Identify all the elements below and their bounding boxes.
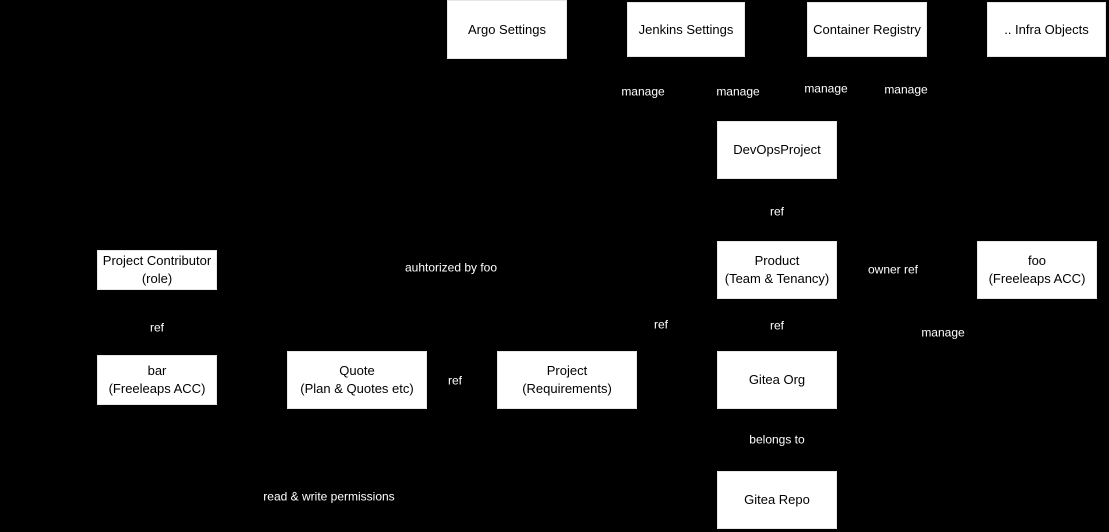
edge-label-read-write-permissions: read & write permissions (261, 489, 397, 505)
node-quote-label: Quote (Plan & Quotes etc) (300, 363, 414, 396)
edge-label-ref-project-product: ref (651, 317, 671, 333)
edge-label-manage-argo: manage (619, 84, 667, 100)
edge-label-manage-registry: manage (802, 81, 850, 97)
node-project-contributor: Project Contributor (role) (97, 250, 217, 290)
edge-label-belongs-to: belongs to (747, 432, 807, 448)
edge-label-ref-product-gitea-org: ref (767, 318, 787, 334)
node-bar-freeleaps-acc: bar (Freeleaps ACC) (97, 355, 217, 405)
node-product-label: Product (Team & Tenancy) (724, 253, 830, 286)
node-infra-objects-label: .. Infra Objects (1004, 21, 1089, 37)
node-product: Product (Team & Tenancy) (717, 241, 837, 299)
edge-label-manage-jenkins: manage (714, 84, 762, 100)
edge-label-ref-devops-product: ref (767, 204, 787, 220)
edge-label-authorized-by-foo: auhtorized by foo (402, 260, 500, 276)
node-gitea-org: Gitea Org (717, 351, 837, 409)
node-gitea-repo: Gitea Repo (717, 471, 837, 529)
edge-label-manage-foo: manage (919, 325, 967, 341)
node-argo-settings: Argo Settings (447, 0, 567, 59)
node-foo-freeleaps-acc: foo (Freeleaps ACC) (977, 241, 1097, 299)
edge-label-ref-quote-project: ref (445, 373, 465, 389)
node-bar-freeleaps-acc-label: bar (Freeleaps ACC) (108, 363, 206, 396)
node-jenkins-settings: Jenkins Settings (627, 2, 745, 57)
node-devops-project-label: DevOpsProject (733, 142, 821, 158)
node-foo-freeleaps-acc-label: foo (Freeleaps ACC) (988, 253, 1086, 286)
node-gitea-org-label: Gitea Org (748, 372, 806, 388)
edge-label-owner-ref: owner ref (865, 262, 921, 278)
node-project: Project (Requirements) (497, 351, 637, 409)
node-project-label: Project (Requirements) (522, 363, 612, 396)
node-devops-project: DevOpsProject (717, 121, 837, 179)
node-infra-objects: .. Infra Objects (987, 2, 1106, 57)
node-container-registry: Container Registry (807, 2, 927, 57)
node-container-registry-label: Container Registry (813, 21, 921, 37)
node-jenkins-settings-label: Jenkins Settings (638, 21, 734, 37)
node-argo-settings-label: Argo Settings (467, 21, 547, 37)
node-gitea-repo-label: Gitea Repo (744, 492, 810, 508)
edge-label-ref-contributor-bar: ref (147, 320, 167, 336)
node-quote: Quote (Plan & Quotes etc) (287, 351, 427, 409)
node-project-contributor-label: Project Contributor (role) (102, 253, 212, 286)
edge-label-manage-infra: manage (882, 82, 930, 98)
